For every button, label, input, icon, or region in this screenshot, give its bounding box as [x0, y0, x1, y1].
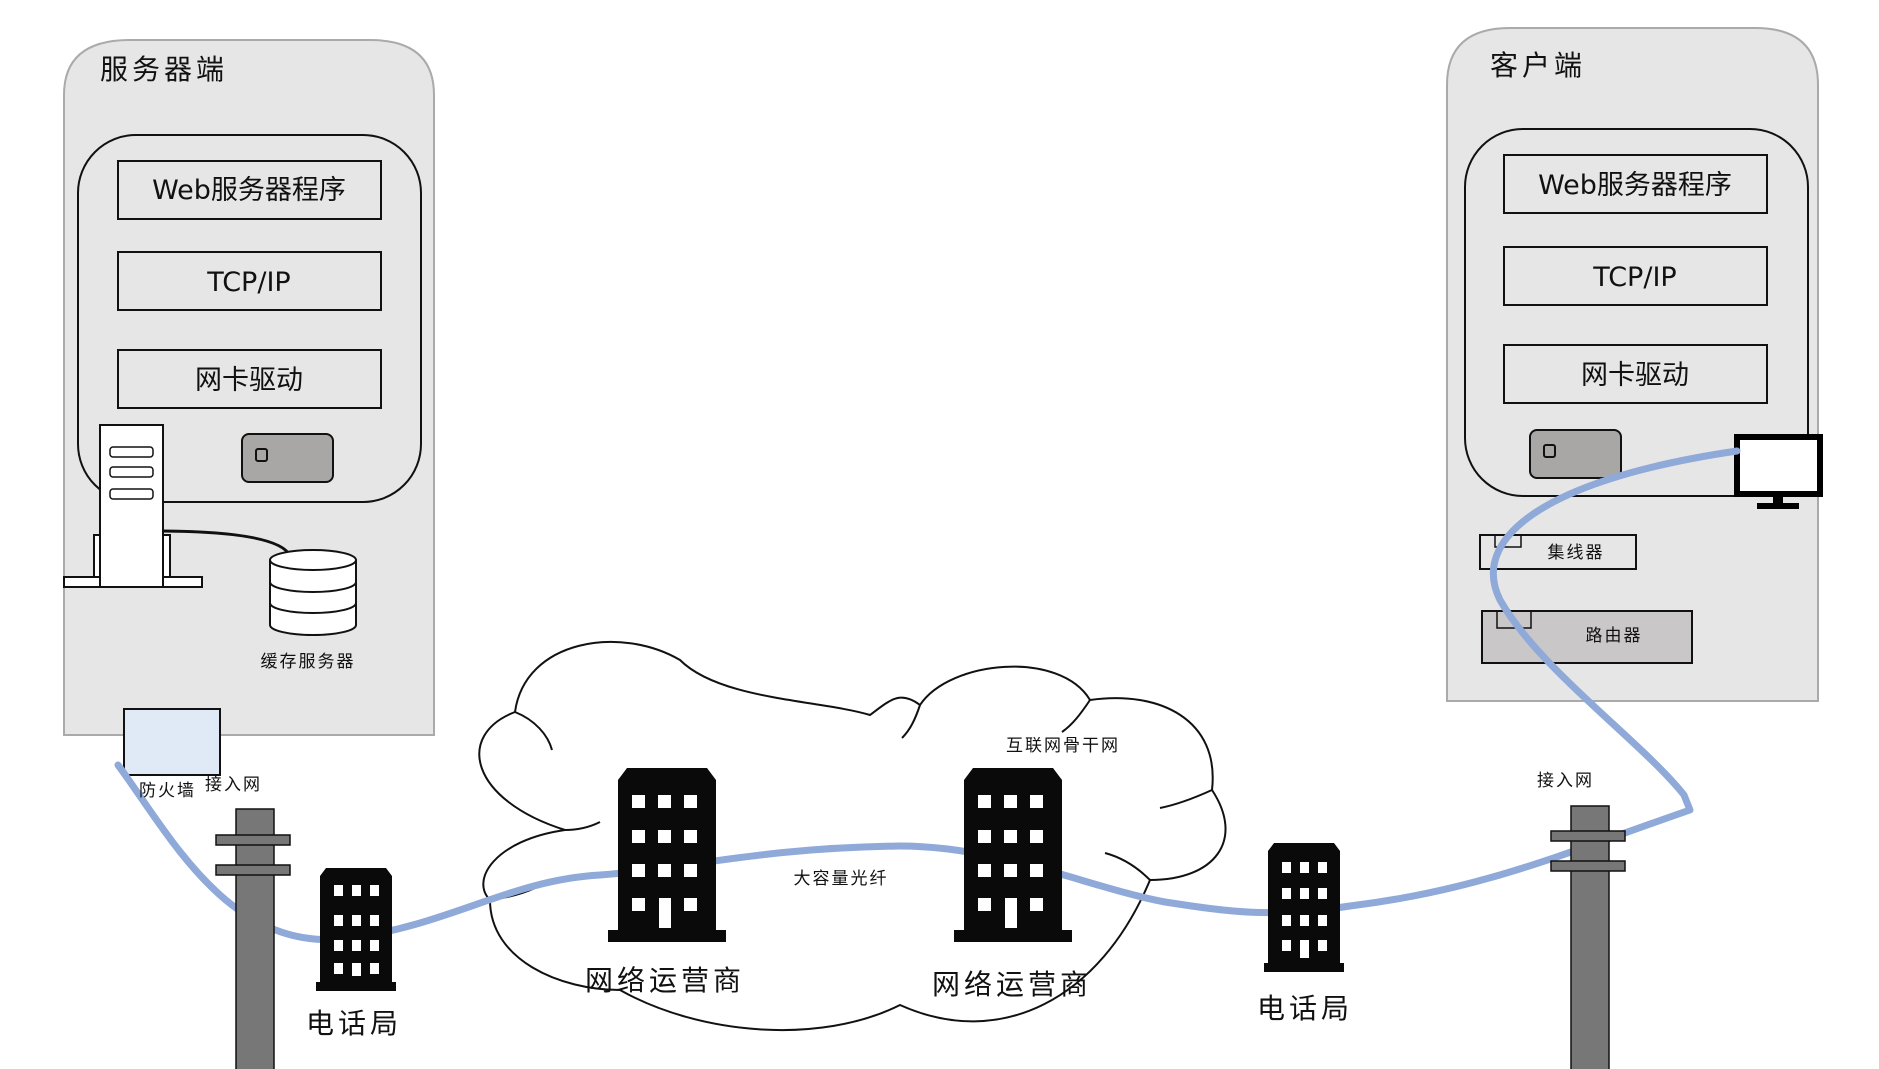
client-layer-box — [1503, 154, 1768, 214]
internet-cloud-shape — [564, 821, 601, 831]
client-inner-frame — [1464, 128, 1809, 497]
internet-cloud-shape — [1061, 699, 1091, 733]
server-layer-nic-driver: 网卡驱动 — [195, 365, 303, 396]
server-inner-frame — [77, 134, 422, 503]
firewall-label: 防火墙 — [139, 781, 196, 801]
isp-label-left: 网络运营商 — [585, 964, 745, 997]
client-layer-tcpip: TCP/IP — [1592, 262, 1676, 293]
access-network-label-right: 接入网 — [1537, 771, 1594, 791]
internet-cloud-shape — [1104, 852, 1151, 881]
phone-office-label-right: 电话局 — [1257, 992, 1353, 1025]
client-protocol-stack: Web服务器程序 TCP/IP 网卡驱动 — [1503, 154, 1768, 404]
utility-pole-icon — [1550, 805, 1626, 1069]
server-layer-tcpip: TCP/IP — [206, 267, 290, 298]
server-cache-link — [162, 529, 292, 557]
server-layer-box — [117, 349, 382, 409]
server-panel-title: 服务器端 — [100, 53, 228, 86]
backbone-label: 互联网骨干网 — [1006, 736, 1120, 756]
server-tower-icon — [63, 424, 203, 588]
router-label: 路由器 — [1586, 626, 1643, 646]
client-layer-box — [1503, 246, 1768, 306]
client-layer-web: Web服务器程序 — [1538, 170, 1732, 201]
client-layer-box — [1503, 344, 1768, 404]
fiber-label: 大容量光纤 — [794, 869, 889, 889]
internet-cloud-shape — [1159, 789, 1213, 809]
phone-office-label-left: 电话局 — [306, 1007, 402, 1040]
server-nic-card-icon — [241, 433, 334, 483]
internet-cloud-shape — [901, 704, 921, 739]
client-panel: 客户端 Web服务器程序 TCP/IP 网卡驱动 集线器 路由器 — [1446, 27, 1823, 702]
server-protocol-stack: Web服务器程序 TCP/IP 网卡驱动 — [117, 160, 382, 409]
server-layer-box — [117, 251, 382, 311]
building-icon — [1264, 843, 1344, 972]
cache-server-label: 缓存服务器 — [261, 652, 356, 672]
monitor-icon — [1734, 434, 1823, 509]
building-icon — [954, 768, 1072, 942]
server-layer-box — [117, 160, 382, 220]
hub-label: 集线器 — [1548, 543, 1605, 563]
server-layer-web: Web服务器程序 — [152, 175, 346, 206]
client-panel-title: 客户端 — [1490, 49, 1586, 82]
internet-cloud-shape — [514, 711, 553, 751]
building-icon — [316, 868, 396, 991]
utility-pole-icon — [215, 808, 291, 1069]
access-network-label-left: 接入网 — [205, 775, 262, 795]
client-layer-nic-driver: 网卡驱动 — [1581, 360, 1689, 391]
database-icon — [269, 549, 357, 636]
firewall-box — [123, 708, 221, 776]
isp-label-right: 网络运营商 — [932, 968, 1092, 1001]
building-icon — [608, 768, 726, 942]
client-nic-card-icon — [1529, 429, 1622, 479]
server-panel: 服务器端 Web服务器程序 TCP/IP 网卡驱动 — [63, 39, 435, 776]
network-cable — [114, 447, 1741, 944]
